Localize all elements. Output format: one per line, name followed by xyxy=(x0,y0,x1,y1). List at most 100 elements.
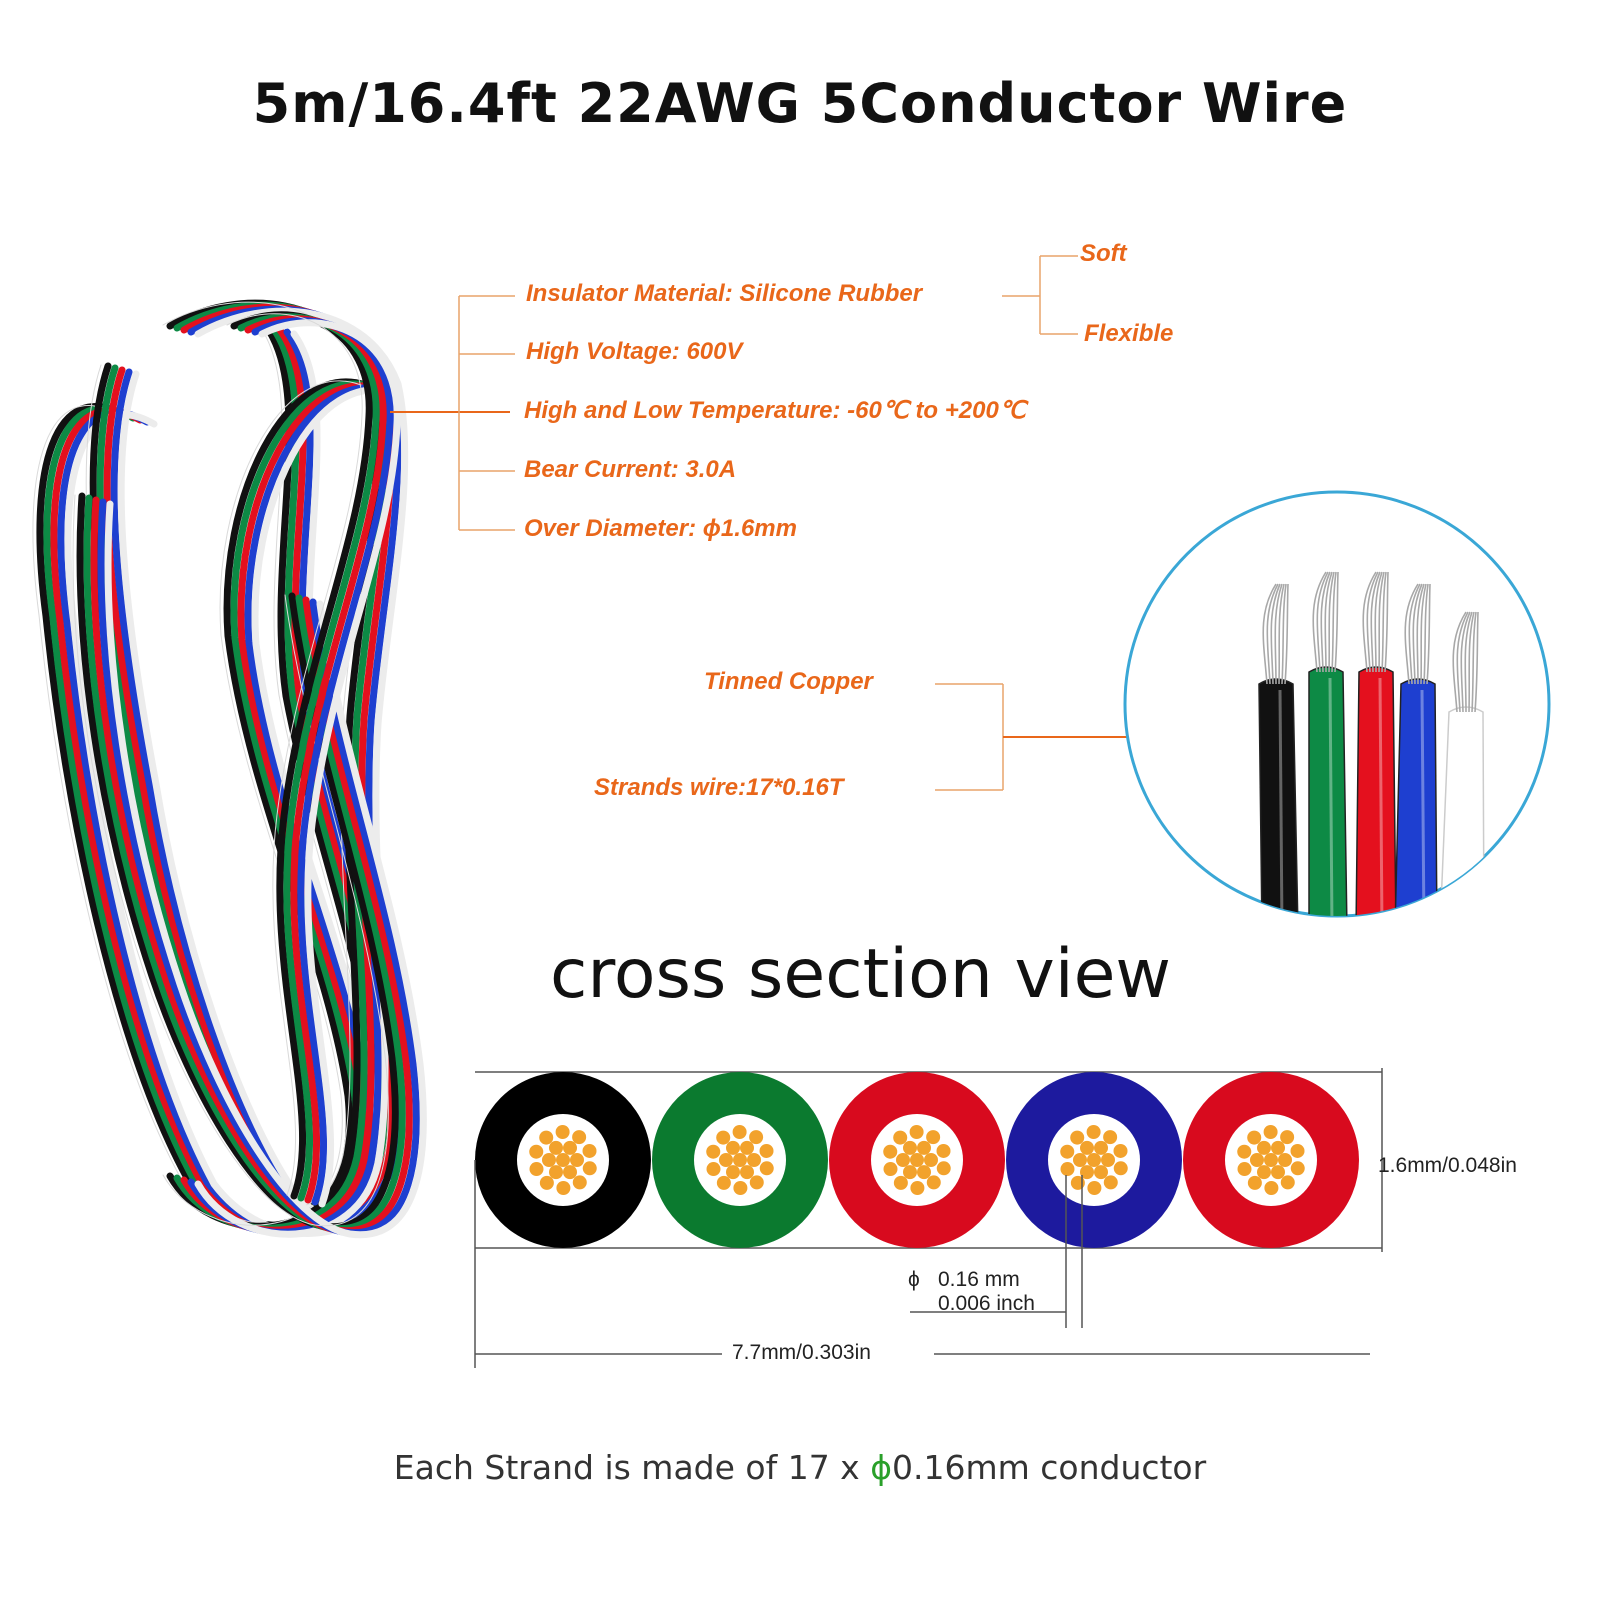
spec-callout-bracket xyxy=(390,255,1078,531)
copper-strand-dot xyxy=(1271,1165,1285,1180)
copper-strand-dot xyxy=(936,1161,951,1176)
copper-strand-dot xyxy=(903,1165,917,1180)
copper-strand-dot xyxy=(563,1140,577,1155)
copper-strand-dot xyxy=(1237,1162,1252,1177)
copper-strand-dot xyxy=(1271,1140,1285,1155)
copper-strand-dot xyxy=(1290,1143,1305,1158)
strand-note: Each Strand is made of 17 x ϕ0.16mm cond… xyxy=(0,1448,1600,1487)
copper-strand xyxy=(1374,571,1383,673)
copper-strand xyxy=(1416,583,1425,685)
copper-strand xyxy=(1266,583,1279,685)
copper-strand-dot xyxy=(716,1130,731,1145)
wire-end-insulation xyxy=(1355,666,1397,916)
copper-strand xyxy=(1468,611,1475,713)
copper-strand-dot xyxy=(726,1140,740,1155)
spec-tinned-copper: Tinned Copper xyxy=(704,668,873,695)
phi-icon: ϕ xyxy=(870,1448,892,1487)
copper-strand-dot xyxy=(529,1144,544,1159)
copper-strand xyxy=(1362,571,1377,673)
copper-strand-dot xyxy=(1278,1153,1292,1167)
copper-strand xyxy=(1420,583,1427,685)
copper-strand xyxy=(1316,571,1329,673)
copper-strand-dot xyxy=(582,1143,597,1158)
copper-strand-dot xyxy=(1080,1140,1094,1155)
copper-strand xyxy=(1378,571,1385,673)
copper-strand-dot xyxy=(556,1153,570,1167)
copper-strand-dot xyxy=(582,1161,597,1176)
copper-strand-dot xyxy=(1113,1161,1128,1176)
spec-current: Bear Current: 3.0A xyxy=(524,456,737,483)
copper-strand xyxy=(1278,583,1285,685)
page-title: 5m/16.4ft 22AWG 5Conductor Wire xyxy=(252,72,1348,135)
copper-strand xyxy=(1324,571,1333,673)
copper-strand-dot xyxy=(1073,1153,1087,1167)
copper-strand xyxy=(1262,583,1277,685)
copper-strand-dot xyxy=(539,1130,554,1145)
height-dimension-label: 1.6mm/0.048in xyxy=(1378,1154,1517,1177)
phi-symbol: ϕ xyxy=(908,1268,920,1291)
copper-strand-dot xyxy=(1086,1125,1101,1140)
strand-note-suffix: 0.16mm conductor xyxy=(891,1448,1207,1487)
copper-strand xyxy=(1404,583,1419,685)
wire-coil xyxy=(32,299,427,1239)
copper-strand-dot xyxy=(1247,1130,1262,1145)
copper-strand-dot xyxy=(1264,1180,1279,1195)
copper-strand xyxy=(1334,571,1339,673)
copper-strand-dot xyxy=(1257,1165,1271,1180)
wire-ends-detail xyxy=(1123,490,1551,918)
copper-strand xyxy=(1274,583,1283,685)
copper-strand-dot xyxy=(555,1125,570,1140)
cross-section-title: cross section view xyxy=(550,935,1172,1014)
copper-strand xyxy=(1426,583,1431,685)
wire-end-insulation xyxy=(1258,678,1299,916)
copper-strand-dot xyxy=(719,1153,733,1167)
copper-strand xyxy=(1456,611,1469,713)
copper-strand-dot xyxy=(1087,1180,1102,1195)
copper-strand-dot xyxy=(542,1153,556,1167)
copper-strand-dot xyxy=(749,1130,764,1145)
wire-end-highlight xyxy=(1420,689,1426,916)
spec-soft: Soft xyxy=(1080,240,1127,267)
copper-strand-dot xyxy=(883,1144,898,1159)
copper-strand xyxy=(1370,571,1381,673)
copper-strand xyxy=(1328,571,1335,673)
copper-strand-dot xyxy=(1060,1162,1075,1177)
copper-strand-dot xyxy=(1113,1143,1128,1158)
copper-strand-dot xyxy=(563,1165,577,1180)
width-dimension-label: 7.7mm/0.303in xyxy=(732,1341,871,1364)
copper-strand-dot xyxy=(529,1162,544,1177)
copper-strand xyxy=(1452,611,1467,713)
copper-strand xyxy=(1384,571,1389,673)
coil-wire-edge xyxy=(72,494,389,1227)
copper-strand-dot xyxy=(1264,1153,1278,1167)
copper-strand-dot xyxy=(549,1140,563,1155)
copper-strand-dot xyxy=(1247,1175,1262,1190)
copper-strand xyxy=(1381,571,1387,673)
copper-strand-dot xyxy=(1087,1153,1101,1167)
copper-strand-dot xyxy=(740,1165,754,1180)
copper-strand-dot xyxy=(1060,1144,1075,1159)
wire-end-insulation xyxy=(1394,678,1438,916)
coil-wire-strand xyxy=(104,500,427,1239)
spec-diameter: Over Diameter: ϕ1.6mm xyxy=(524,515,797,542)
copper-strand-dot xyxy=(1250,1153,1264,1167)
copper-callout-bracket xyxy=(935,683,1155,791)
spec-strands: Strands wire:17*0.16T xyxy=(594,774,844,801)
copper-strand xyxy=(1464,611,1473,713)
copper-strand-dot xyxy=(893,1175,908,1190)
copper-strand-dot xyxy=(759,1143,774,1158)
copper-strand-dot xyxy=(883,1162,898,1177)
copper-strand-dot xyxy=(706,1162,721,1177)
copper-strand-dot xyxy=(910,1180,925,1195)
copper-strand-dot xyxy=(733,1180,748,1195)
wire-end-insulation xyxy=(1308,666,1348,916)
copper-strand-dot xyxy=(1070,1175,1085,1190)
copper-strand-dot xyxy=(1280,1175,1295,1190)
copper-strand xyxy=(1471,611,1477,713)
wire-end-highlight xyxy=(1378,677,1384,916)
copper-strand-dot xyxy=(910,1153,924,1167)
copper-strand-dot xyxy=(740,1140,754,1155)
copper-strand-dot xyxy=(926,1175,941,1190)
copper-strand-dot xyxy=(896,1153,910,1167)
copper-strand xyxy=(1474,611,1479,713)
